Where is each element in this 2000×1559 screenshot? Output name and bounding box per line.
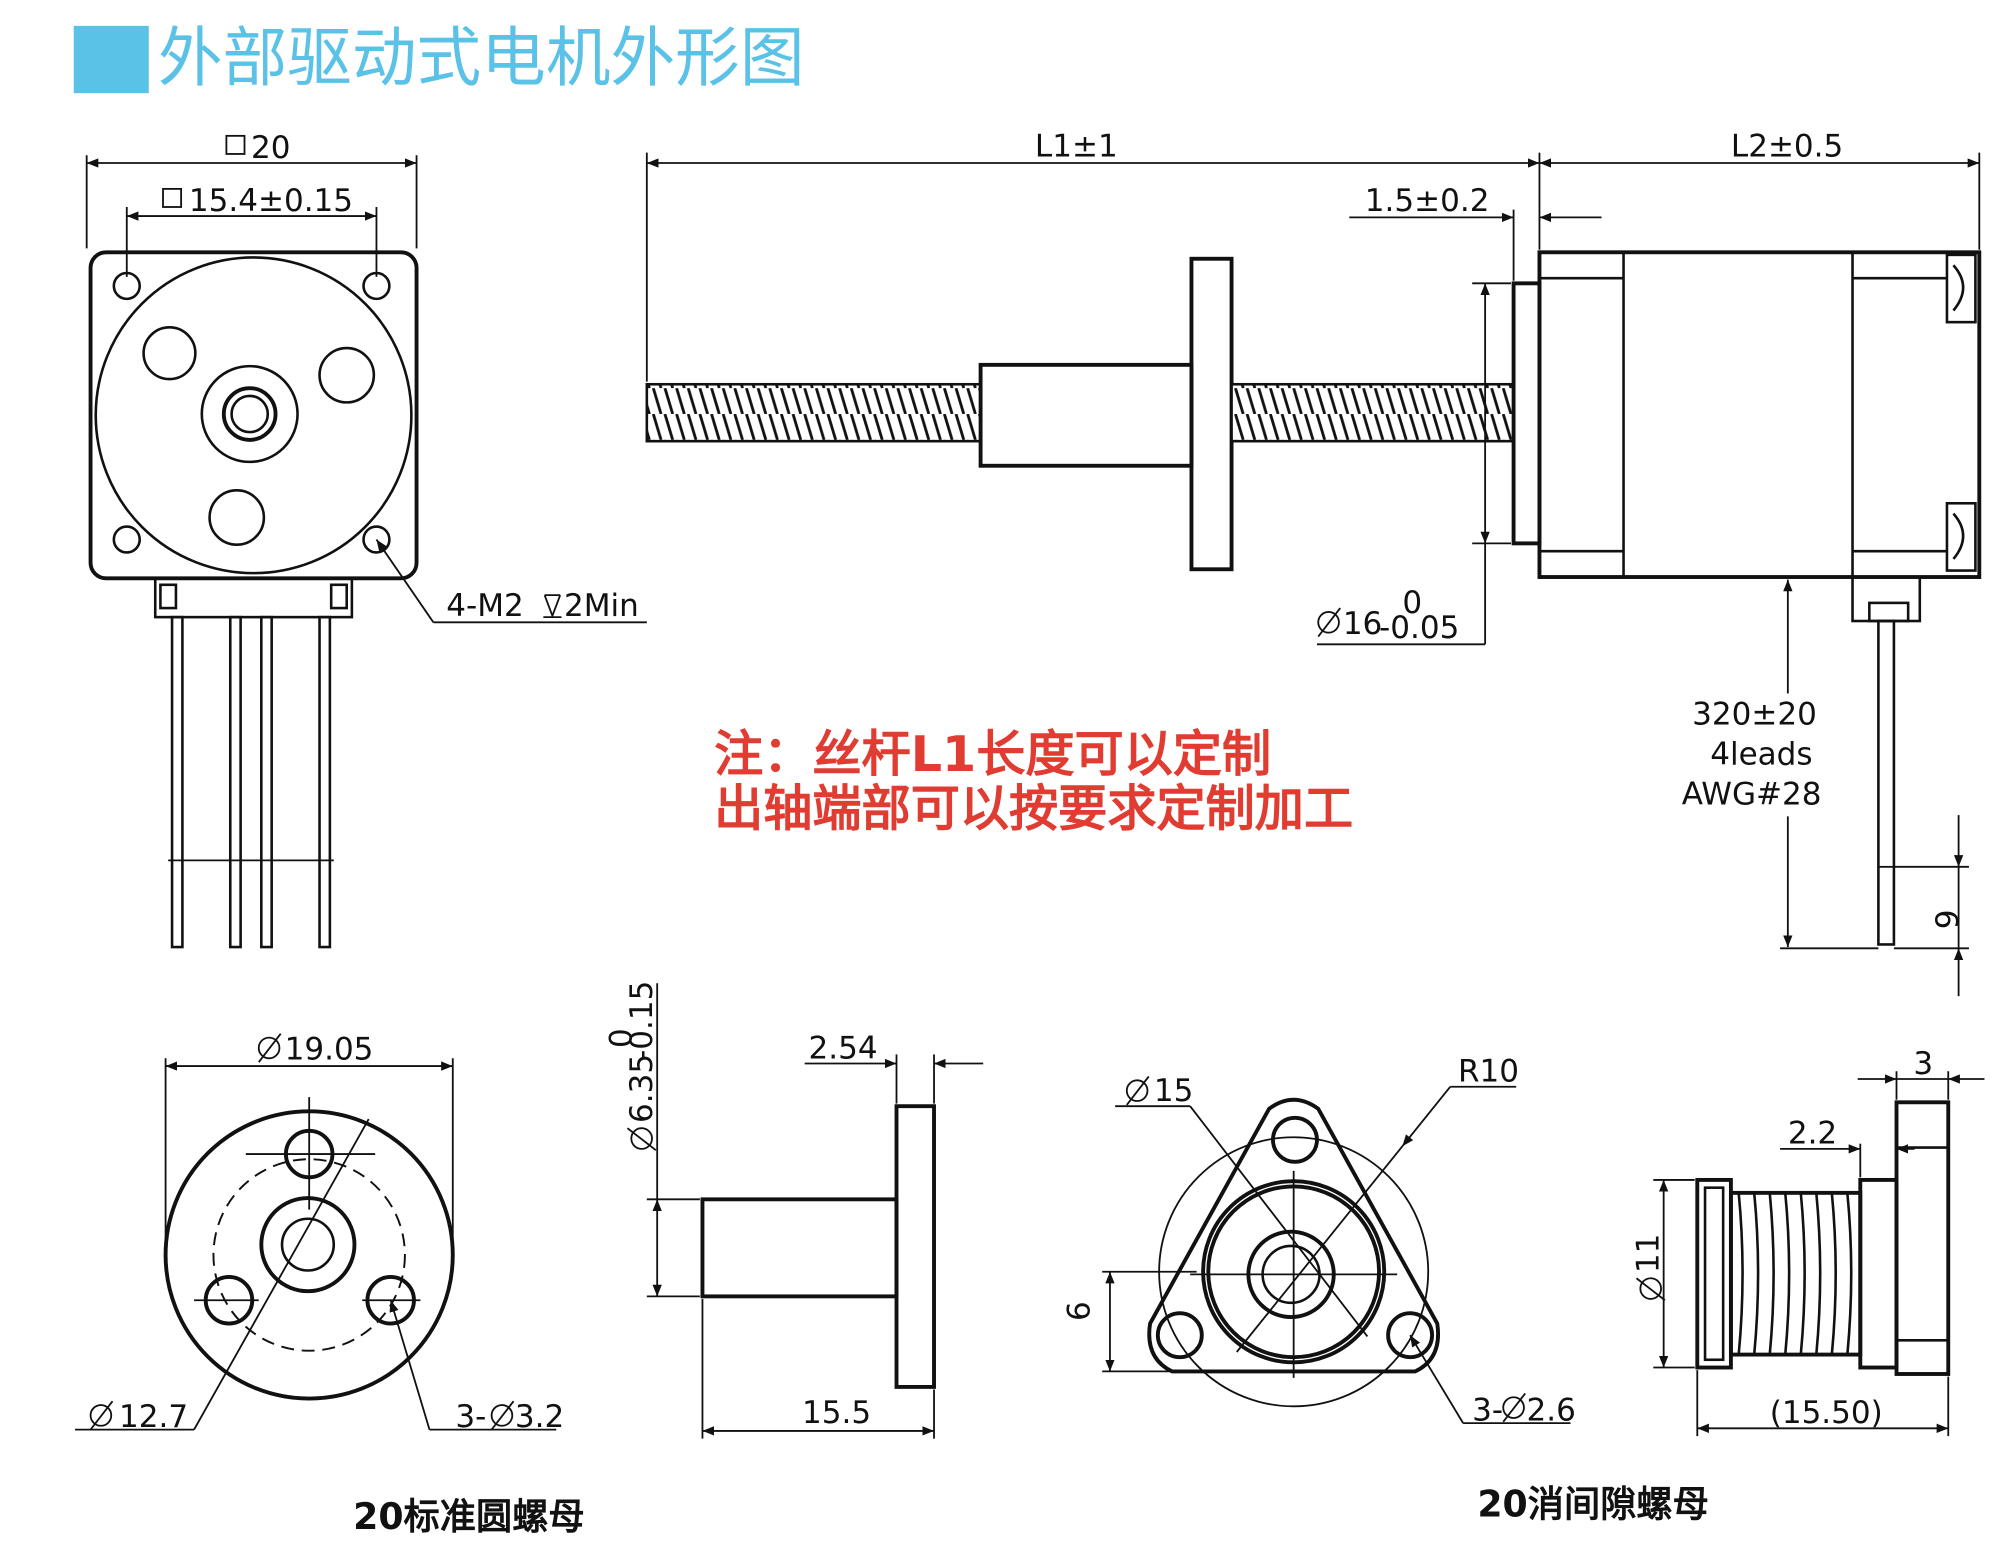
std-nut-caption: 20标准圆螺母 bbox=[353, 1495, 584, 1538]
lead-length-dim: 320±20 bbox=[1692, 697, 1817, 733]
lead-count-label: 4leads bbox=[1710, 737, 1812, 773]
std-hole-diameter: 3.2 bbox=[515, 1399, 564, 1435]
std-body-tol-lower: -0.15 bbox=[624, 981, 660, 1061]
abn-body-diameter: 15 bbox=[1154, 1073, 1193, 1109]
abn-hole-count: 3- bbox=[1472, 1393, 1503, 1429]
wire-gauge-label: AWG#28 bbox=[1682, 777, 1822, 813]
boss-tol-lower: -0.05 bbox=[1379, 610, 1459, 646]
std-body-tol-upper: 0 bbox=[603, 1028, 639, 1048]
std-nut-front-view: 19.05 12.7 3- 3.2 bbox=[75, 1032, 564, 1435]
abn-radius: R10 bbox=[1458, 1054, 1519, 1090]
flange-diameter-dim: 19.05 bbox=[285, 1032, 374, 1068]
mount-holes-label: 4-M2 bbox=[446, 588, 523, 624]
abn-length-dim: (15.50) bbox=[1770, 1395, 1883, 1431]
abn-hole-diameter: 2.6 bbox=[1527, 1393, 1576, 1429]
strip-length-dim: 6 bbox=[1927, 910, 1963, 930]
shaft-offset-dim: 1.5±0.2 bbox=[1365, 183, 1490, 219]
motor-length-dim: L2±0.5 bbox=[1731, 129, 1843, 165]
abn-flange-thickness: 3 bbox=[1913, 1046, 1933, 1082]
std-flange-thickness: 2.54 bbox=[809, 1030, 878, 1066]
title-accent-block bbox=[73, 25, 149, 94]
anti-backlash-nut-front-view: 15 R10 3- 2.6 6 bbox=[1061, 1054, 1576, 1429]
abn-offset: 6 bbox=[1061, 1301, 1097, 1321]
std-length-dim: 15.5 bbox=[802, 1395, 871, 1431]
anti-backlash-nut-side-view: 3 2.2 11 (15.50) bbox=[1630, 1046, 1985, 1437]
page-title: 外部驱动式电机外形图 bbox=[158, 21, 805, 96]
side-view: L1±1 L2±0.5 1.5±0.2 16 0 -0.05 320±20 4l… bbox=[645, 129, 1982, 997]
note-line-1: 注：丝杆L1长度可以定制 bbox=[714, 725, 1271, 783]
outer-square-dim: 20 bbox=[251, 130, 290, 166]
hole-depth-label: 2Min bbox=[564, 588, 639, 624]
hole-spacing-dim: 15.4±0.15 bbox=[189, 183, 353, 219]
note-line-2: 出轴端部可以按要求定制加工 bbox=[714, 779, 1353, 837]
anti-backlash-nut-caption: 20消间隙螺母 bbox=[1477, 1482, 1708, 1525]
abn-spring-gap: 2.2 bbox=[1788, 1116, 1837, 1152]
std-nut-side-view: 6.35 0 -0.15 2.54 15.5 bbox=[603, 981, 984, 1439]
boss-tol-upper: 0 bbox=[1402, 585, 1422, 621]
pcd-dim: 12.7 bbox=[119, 1399, 188, 1435]
screw-length-dim: L1±1 bbox=[1035, 129, 1118, 165]
std-hole-count: 3- bbox=[455, 1399, 486, 1435]
boss-diameter-dim: 16 bbox=[1343, 606, 1382, 642]
front-view: 20 15.4±0.15 4-M2 2Min bbox=[85, 130, 647, 949]
std-body-diameter: 6.35 bbox=[624, 1054, 660, 1123]
abn-outer-diameter: 11 bbox=[1630, 1234, 1666, 1274]
